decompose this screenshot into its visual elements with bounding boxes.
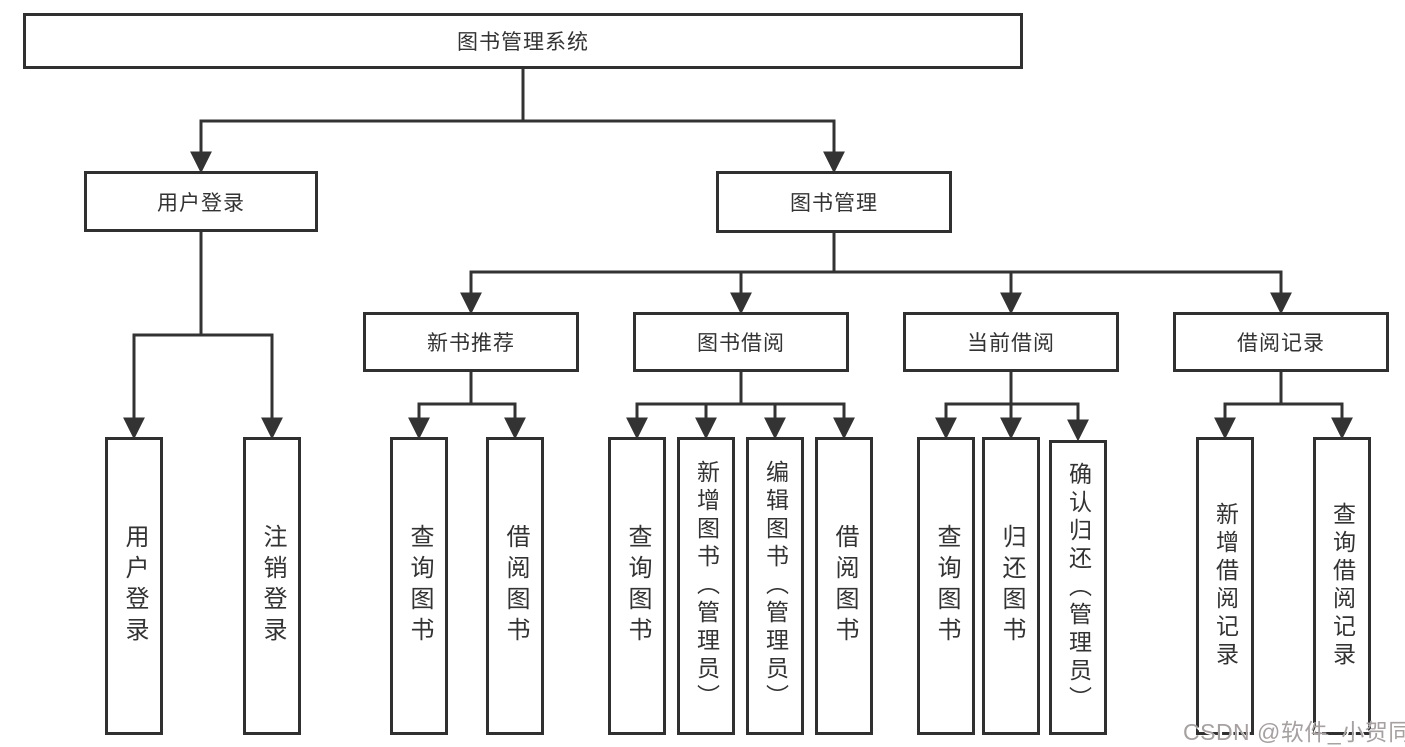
arrow-down-icon xyxy=(764,417,786,440)
leaf-current-confirm-return-admin: 确认归还（管理员） xyxy=(1049,440,1107,735)
arrow-down-icon xyxy=(935,417,957,440)
leaf-borrow-borrow-books-label: 借阅图书 xyxy=(831,524,858,648)
arrow-down-icon xyxy=(695,417,717,440)
node-user-login: 用户登录 xyxy=(84,171,318,232)
arrow-down-icon xyxy=(190,151,212,174)
connector-book-management-branch xyxy=(460,232,1292,315)
leaf-current-query-books-label: 查询图书 xyxy=(933,524,960,648)
connector-borrow-records-branch xyxy=(1214,372,1353,440)
arrow-down-icon xyxy=(1000,417,1022,440)
leaf-borrow-edit-books-admin-label: 编辑图书（管理员） xyxy=(762,460,789,712)
arrow-down-icon xyxy=(833,417,855,440)
leaf-borrow-add-books-admin: 新增图书（管理员） xyxy=(677,437,735,735)
node-book-borrow: 图书借阅 xyxy=(633,312,849,372)
node-borrow-records: 借阅记录 xyxy=(1173,312,1389,372)
leaf-current-query-books: 查询图书 xyxy=(917,437,975,735)
arrow-down-icon xyxy=(460,292,482,315)
leaf-records-query-record-label: 查询借阅记录 xyxy=(1329,502,1356,670)
node-library-system: 图书管理系统 xyxy=(23,13,1023,69)
leaf-records-add-record: 新增借阅记录 xyxy=(1196,437,1254,735)
node-book-borrow-label: 图书借阅 xyxy=(697,332,785,355)
connector-book-borrow-branch xyxy=(626,372,855,440)
leaf-borrow-borrow-books: 借阅图书 xyxy=(815,437,873,735)
arrow-down-icon xyxy=(730,292,752,315)
node-new-book-recommend: 新书推荐 xyxy=(363,312,579,372)
leaf-recommend-query-books: 查询图书 xyxy=(390,437,448,735)
node-current-borrow-label: 当前借阅 xyxy=(967,332,1055,355)
arrow-down-icon xyxy=(123,417,145,440)
connector-root-branch xyxy=(190,69,845,174)
node-book-management-label: 图书管理 xyxy=(790,192,878,215)
node-library-system-label: 图书管理系统 xyxy=(457,31,589,54)
node-book-management: 图书管理 xyxy=(716,171,952,233)
node-borrow-records-label: 借阅记录 xyxy=(1237,332,1325,355)
arrow-down-icon xyxy=(408,417,430,440)
node-user-login-label: 用户登录 xyxy=(157,191,245,215)
leaf-borrow-edit-books-admin: 编辑图书（管理员） xyxy=(746,437,804,735)
leaf-recommend-borrow-books-label: 借阅图书 xyxy=(502,524,529,648)
arrow-down-icon xyxy=(823,151,845,174)
leaf-records-query-record: 查询借阅记录 xyxy=(1313,437,1371,735)
leaf-current-return-books: 归还图书 xyxy=(982,437,1040,735)
leaf-current-return-books-label: 归还图书 xyxy=(998,524,1025,648)
leaf-logout-login-label: 注销登录 xyxy=(259,524,286,648)
arrow-down-icon xyxy=(504,417,526,440)
leaf-records-add-record-label: 新增借阅记录 xyxy=(1212,502,1239,670)
node-new-book-recommend-label: 新书推荐 xyxy=(427,332,515,355)
connector-user-login-branch xyxy=(123,231,283,440)
leaf-recommend-query-books-label: 查询图书 xyxy=(406,524,433,648)
leaf-borrow-query-books: 查询图书 xyxy=(608,437,666,735)
arrow-down-icon xyxy=(1067,419,1089,442)
leaf-borrow-add-books-admin-label: 新增图书（管理员） xyxy=(693,460,720,712)
connector-current-borrow-branch xyxy=(935,372,1089,442)
node-current-borrow: 当前借阅 xyxy=(903,312,1119,372)
arrow-down-icon xyxy=(1000,292,1022,315)
arrow-down-icon xyxy=(626,417,648,440)
leaf-recommend-borrow-books: 借阅图书 xyxy=(486,437,544,735)
arrow-down-icon xyxy=(1270,292,1292,315)
connector-new-book-branch xyxy=(408,372,526,440)
leaf-user-login-label: 用户登录 xyxy=(121,524,148,648)
leaf-current-confirm-return-admin-label: 确认归还（管理员） xyxy=(1065,461,1092,714)
leaf-user-login: 用户登录 xyxy=(105,437,163,735)
leaf-borrow-query-books-label: 查询图书 xyxy=(624,524,651,648)
arrow-down-icon xyxy=(1331,417,1353,440)
leaf-logout-login: 注销登录 xyxy=(243,437,301,735)
arrow-down-icon xyxy=(261,417,283,440)
csdn-watermark: CSDN @软件_小贺同学 xyxy=(1183,719,1405,745)
arrow-down-icon xyxy=(1214,417,1236,440)
